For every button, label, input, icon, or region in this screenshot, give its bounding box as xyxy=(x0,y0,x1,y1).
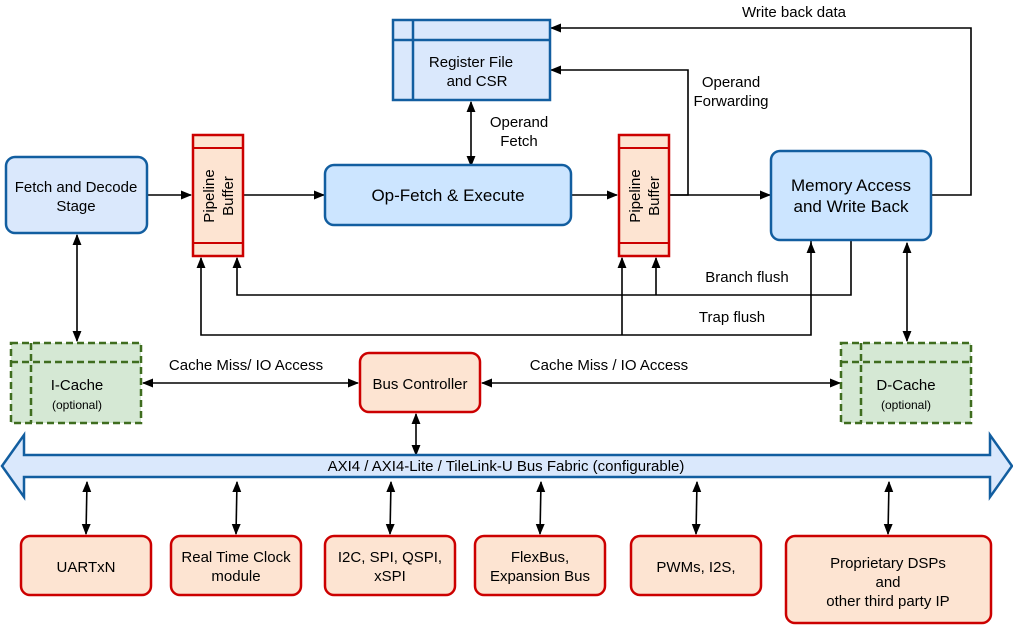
operand-forwarding-label-2: Forwarding xyxy=(693,93,768,110)
bus-fabric-label: AXI4 / AXI4-Lite / TileLink-U Bus Fabric… xyxy=(328,458,685,475)
branch-flush-label: Branch flush xyxy=(705,269,788,286)
edge-fabric-dsp xyxy=(883,480,894,536)
d-cache-note: (optional) xyxy=(881,398,931,412)
peripheral-flexbus-label-2: Expansion Bus xyxy=(490,568,590,585)
trap-flush-label: Trap flush xyxy=(699,309,765,326)
pipeline-buffer-1-label-2: Buffer xyxy=(220,176,237,216)
fetch-decode-label-1: Fetch and Decode xyxy=(15,179,138,196)
bus-controller-node: Bus Controller xyxy=(358,351,482,414)
peripheral-uart-node: UARTxN xyxy=(19,534,153,597)
peripheral-dsp-label-2: and xyxy=(875,574,900,591)
edge-operand-forwarding xyxy=(549,65,689,196)
fetch-decode-label-2: Stage xyxy=(56,198,95,215)
peripheral-rtc-label-2: module xyxy=(211,568,260,585)
i-cache-node: I-Cache (optional) xyxy=(9,341,143,425)
cache-miss-left-label: Cache Miss/ IO Access xyxy=(169,357,323,374)
op-fetch-execute-label: Op-Fetch & Execute xyxy=(371,186,524,205)
peripheral-flexbus-node: FlexBus, Expansion Bus xyxy=(473,534,607,597)
edge-fabric-rtc xyxy=(231,480,242,536)
register-file-node: Register File and CSR xyxy=(391,18,552,102)
edge-fabric-flexbus xyxy=(535,480,546,536)
peripheral-rtc-label-1: Real Time Clock xyxy=(181,549,291,566)
i-cache-note: (optional) xyxy=(52,398,102,412)
memory-access-label-2: and Write Back xyxy=(794,197,909,216)
op-fetch-execute-node: Op-Fetch & Execute xyxy=(323,163,573,227)
edge-branch-flush xyxy=(232,241,852,296)
peripheral-flexbus-label-1: FlexBus, xyxy=(511,549,569,566)
fetch-decode-node: Fetch and Decode Stage xyxy=(4,155,149,235)
cache-miss-right-label: Cache Miss / IO Access xyxy=(530,357,688,374)
pipeline-buffer-1-node: Pipeline Buffer xyxy=(191,133,245,258)
peripheral-dsp-label-3: other third party IP xyxy=(826,593,949,610)
pipeline-buffer-1-label-1: Pipeline xyxy=(201,169,218,222)
peripheral-rtc-node: Real Time Clock module xyxy=(169,534,303,597)
peripheral-uart-label-1: UARTxN xyxy=(57,559,116,576)
register-file-label-1: Register File xyxy=(429,54,513,71)
register-file-label-2: and CSR xyxy=(447,73,508,90)
operand-forwarding-label-1: Operand xyxy=(702,74,760,91)
edge-fabric-uart xyxy=(81,480,92,536)
peripheral-pwm-node: PWMs, I2S, xyxy=(629,534,763,597)
peripheral-dsp-label-1: Proprietary DSPs xyxy=(830,555,946,572)
d-cache-node: D-Cache (optional) xyxy=(839,341,973,425)
bus-fabric-node: AXI4 / AXI4-Lite / TileLink-U Bus Fabric… xyxy=(0,431,1013,501)
write-back-data-label: Write back data xyxy=(742,4,847,21)
peripheral-pwm-label-1: PWMs, I2S, xyxy=(656,559,735,576)
i-cache-label: I-Cache xyxy=(51,377,104,394)
peripheral-dsp-node: Proprietary DSPs and other third party I… xyxy=(784,534,993,625)
edge-labels: Write back data Operand Forwarding Opera… xyxy=(169,4,847,374)
edge-trap-flush xyxy=(196,241,812,336)
peripheral-i2c-label-2: xSPI xyxy=(374,568,406,585)
operand-fetch-label-1: Operand xyxy=(490,114,548,131)
peripheral-i2c-label-1: I2C, SPI, QSPI, xyxy=(338,549,442,566)
bus-controller-label: Bus Controller xyxy=(372,376,467,393)
edge-write-back-data xyxy=(549,23,972,196)
pipeline-buffer-2-node: Pipeline Buffer xyxy=(617,133,671,258)
memory-access-label-1: Memory Access xyxy=(791,176,911,195)
pipeline-buffer-2-label-1: Pipeline xyxy=(627,169,644,222)
edge-fabric-i2c xyxy=(385,480,396,536)
memory-access-node: Memory Access and Write Back xyxy=(769,149,933,242)
operand-fetch-label-2: Fetch xyxy=(500,133,538,150)
pipeline-buffer-2-label-2: Buffer xyxy=(646,176,663,216)
edge-fabric-pwm xyxy=(691,480,702,536)
d-cache-label: D-Cache xyxy=(876,377,935,394)
peripheral-i2c-node: I2C, SPI, QSPI, xSPI xyxy=(323,534,457,597)
